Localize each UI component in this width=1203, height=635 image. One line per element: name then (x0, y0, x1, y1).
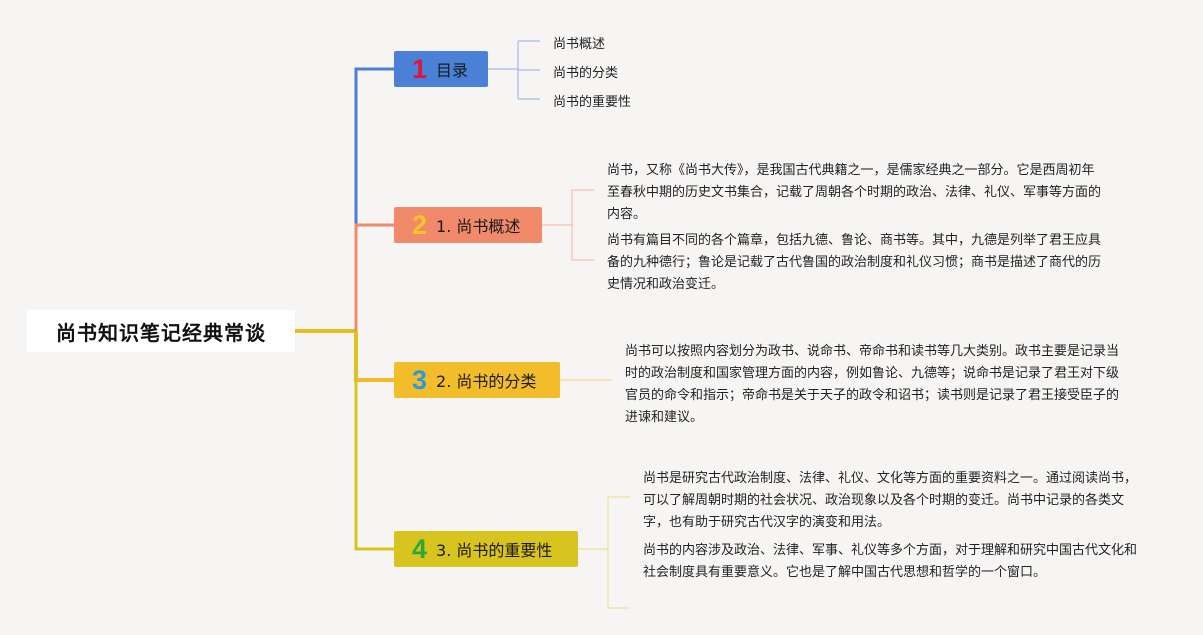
toc-leaf-importance[interactable]: 尚书的重要性 (553, 95, 632, 110)
importance-paragraph-1[interactable]: 尚书是研究古代政治制度、法律、礼仪、文化等方面的重要资料之一。通过阅读尚书，可以… (643, 471, 1138, 530)
branch-number-4: 4 (412, 533, 428, 564)
branch-number-2: 2 (412, 209, 428, 240)
branch-label: 1. 尚书概述 (436, 217, 521, 236)
branch-node-overview[interactable]: 2 1. 尚书概述 (394, 207, 542, 243)
toc-leaf-classification[interactable]: 尚书的分类 (553, 66, 619, 81)
branch-label: 2. 尚书的分类 (436, 372, 537, 391)
branch-number-3: 3 (412, 364, 428, 395)
branch-2-leaf-connector (542, 189, 594, 261)
root-node[interactable]: 尚书知识笔记经典常谈 (27, 310, 295, 352)
branch-4-leaf-connector (578, 496, 630, 609)
trunk-to-branch-4 (354, 331, 394, 551)
branch-1-leaf-connector (488, 40, 540, 100)
trunk-to-branch-1 (354, 67, 394, 331)
branch-node-importance[interactable]: 4 3. 尚书的重要性 (394, 531, 578, 567)
trunk-to-branch-3 (354, 331, 394, 382)
branch-label: 目录 (436, 61, 469, 80)
branch-node-classification[interactable]: 3 2. 尚书的分类 (394, 362, 560, 398)
classification-paragraph[interactable]: 尚书可以按照内容划分为政书、说命书、帝命书和读书等几大类别。政书主要是记录当时的… (625, 344, 1120, 425)
overview-paragraph-1[interactable]: 尚书，又称《尚书大传》，是我国古代典籍之一，是儒家经典之一部分。它是西周初年至春… (607, 163, 1102, 222)
branch-number-1: 1 (412, 53, 428, 84)
toc-leaf-overview[interactable]: 尚书概述 (553, 37, 606, 52)
trunk-to-branch-2 (354, 223, 394, 331)
importance-paragraph-2[interactable]: 尚书的内容涉及政治、法律、军事、礼仪等多个方面，对于理解和研究中国古代文化和社会… (643, 543, 1138, 580)
branch-node-toc[interactable]: 1 目录 (394, 51, 488, 87)
root-title: 尚书知识笔记经典常谈 (56, 320, 266, 345)
overview-paragraph-2[interactable]: 尚书有篇目不同的各个篇章，包括九德、鲁论、商书等。其中，九德是列举了君王应具备的… (607, 233, 1102, 292)
branch-label: 3. 尚书的重要性 (436, 541, 553, 560)
